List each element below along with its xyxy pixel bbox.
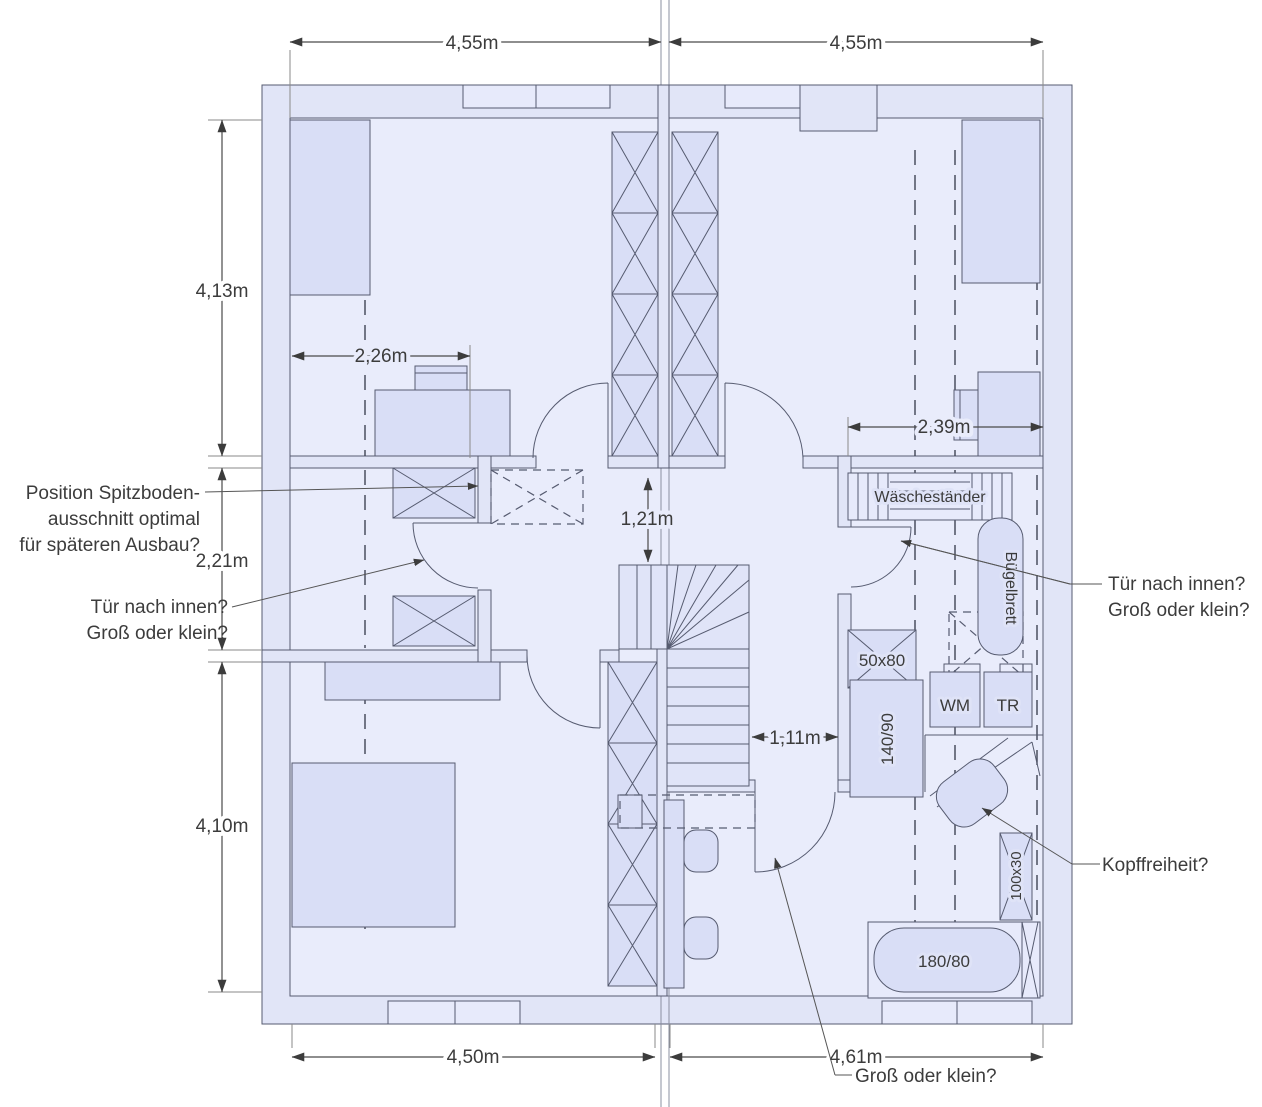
staircase: [618, 564, 750, 787]
stair-winder: [618, 564, 750, 650]
bathtub-label: 180/80: [918, 952, 970, 971]
desk: [977, 371, 1041, 457]
leader-bath-door: [774, 857, 836, 1076]
window-bottom-left: [387, 1000, 521, 1025]
interior-walls: [261, 84, 1044, 997]
chair: [414, 365, 468, 393]
dim-landing: 1,21m: [621, 509, 674, 530]
window-top-right: [724, 84, 801, 109]
window-top-left: [462, 84, 611, 109]
wall-a-right-2: [802, 455, 1044, 469]
bed: [961, 119, 1041, 284]
wall-e-2: [837, 779, 852, 793]
bed: [291, 762, 456, 928]
radiator: 100x30: [999, 832, 1033, 921]
storage-room: [392, 467, 476, 647]
door-room-top-left: [532, 382, 609, 459]
wardrobe: [289, 119, 371, 296]
door-room-top-right: [724, 382, 804, 459]
dim-tl-room: 2,26m: [355, 346, 408, 367]
wall-b-2: [599, 649, 620, 663]
dim-top-right: 4,55m: [830, 33, 883, 54]
windows: [387, 84, 1033, 1025]
dim-bottom-left: 4,50m: [447, 1047, 500, 1068]
doors: [412, 382, 912, 873]
dim-left-middle: 2,21m: [196, 551, 249, 572]
sideboard: [324, 661, 501, 701]
storage-box-bottom: [392, 595, 476, 647]
door-storage-room: [412, 522, 479, 589]
ironing-board: Bügelbrett: [977, 517, 1024, 656]
washing-machine-label: WM: [940, 696, 970, 715]
note-door-left-2: Groß oder klein?: [86, 623, 228, 644]
dim-bottom-right: 4,61m: [830, 1047, 883, 1068]
door-laundry: [850, 526, 912, 588]
chair: [953, 389, 979, 441]
window-bottom-right: [881, 1000, 1033, 1025]
radiator-label: 100x30: [1008, 851, 1025, 900]
ironing-board-label: Bügelbrett: [1002, 552, 1019, 625]
laundry-bathroom: Wäscheständer Bügelbrett 50x80 WM TR 1: [617, 472, 1043, 999]
wall-cabinet: [663, 799, 719, 989]
room-top-left: [289, 119, 511, 457]
annotations: Position Spitzboden- ausschnitt optimal …: [19, 482, 1250, 1087]
note-door-right-1: Tür nach innen?: [1108, 574, 1245, 595]
shaft-top-right: [671, 131, 719, 457]
wall-tab: [799, 84, 878, 132]
dimensions: 4,55m 4,55m 4,13m 2,21m 4,10m 2,26m 2,39…: [192, 29, 1044, 1072]
note-spitzboden-1: Position Spitzboden-: [26, 483, 200, 504]
dim-top-left: 4,55m: [446, 33, 499, 54]
room-bottom-left: [291, 661, 501, 928]
note-door-right-2: Groß oder klein?: [1108, 600, 1250, 621]
note-spitzboden-2: ausschnitt optimal: [48, 509, 200, 530]
drying-rack-label: Wäscheständer: [874, 489, 986, 506]
door-bathroom: [754, 791, 836, 873]
dryer: TR: [983, 671, 1033, 728]
shower-label: 140/90: [878, 713, 897, 765]
shaft-top-left: [611, 131, 659, 457]
shower: 140/90: [849, 679, 924, 798]
wall-c-2: [477, 589, 492, 663]
washing-machine: WM: [929, 671, 981, 728]
drying-rack: Wäscheständer: [847, 472, 1013, 521]
box-50x80-label: 50x80: [859, 651, 905, 670]
wall-a-left-2: [607, 455, 659, 469]
note-bath-door: Groß oder klein?: [855, 1066, 997, 1087]
stair-flight: [666, 648, 750, 787]
shaft-bottom-left: [607, 661, 658, 987]
wall-a-left-1: [289, 455, 537, 469]
dim-stair: 1,11m: [769, 728, 820, 749]
wall-d-2: [837, 593, 852, 793]
desk: [374, 389, 511, 457]
dim-left-lower: 4,10m: [196, 816, 249, 837]
note-headroom: Kopffreiheit?: [1102, 855, 1208, 876]
wall-c-1: [477, 455, 492, 524]
dryer-label: TR: [997, 696, 1020, 715]
room-top-right: [953, 119, 1041, 457]
shaft-columns: [607, 131, 719, 987]
leader-spitzboden: [204, 482, 479, 493]
dim-left-upper: 4,13m: [196, 281, 249, 302]
dashed-shelf: [617, 794, 756, 829]
door-room-bottom-left: [526, 654, 601, 729]
bathtub: 180/80: [867, 921, 1041, 999]
leader-door-left: [231, 558, 425, 608]
party-wall-top: [657, 84, 670, 469]
note-door-left-1: Tür nach innen?: [91, 597, 228, 618]
dim-tr-room: 2,39m: [918, 417, 971, 438]
box-50x80: 50x80: [847, 629, 917, 689]
storage-box-top: [392, 467, 476, 519]
spitzboden-hatch: [490, 469, 584, 525]
leader-headroom: [981, 807, 1073, 865]
leader-door-right-arrow: [900, 539, 1071, 585]
extension-lines: [208, 50, 1044, 1048]
note-spitzboden-3: für späteren Ausbau?: [19, 535, 200, 556]
wall-a-right-1: [668, 455, 726, 469]
